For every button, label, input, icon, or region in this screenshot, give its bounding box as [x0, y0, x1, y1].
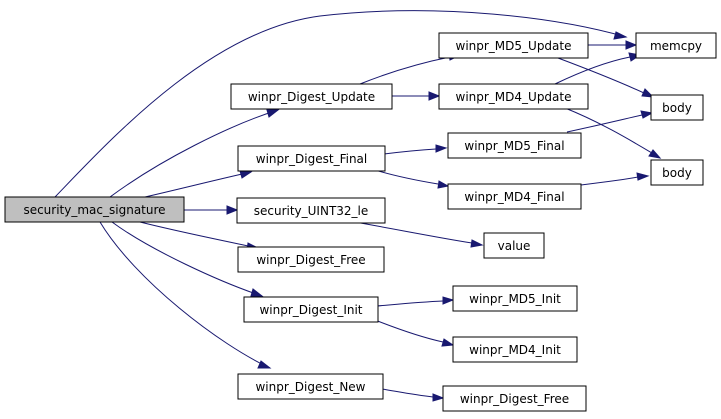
edge-security-mac-signature-to-memcpy — [54, 10, 628, 198]
edge-winpr-digest-final-to-winpr-md5-final — [383, 144, 448, 155]
svg-text:winpr_Digest_New: winpr_Digest_New — [255, 380, 365, 394]
node-body-b[interactable]: body — [650, 159, 704, 186]
edge-winpr-digest-update-to-winpr-md4-update — [392, 91, 441, 101]
svg-text:winpr_Digest_Init: winpr_Digest_Init — [259, 303, 362, 317]
node-value[interactable]: value — [483, 232, 545, 259]
edge-winpr-digest-init-to-winpr-md5-init — [376, 296, 455, 307]
node-winpr-digest-free-a[interactable]: winpr_Digest_Free — [237, 246, 385, 273]
node-winpr-digest-init[interactable]: winpr_Digest_Init — [243, 296, 379, 323]
edge-winpr-digest-init-to-winpr-md4-init — [369, 317, 455, 347]
edge-security-mac-signature-to-winpr-digest-update — [109, 109, 280, 198]
edge-winpr-md5-update-to-body-a — [557, 57, 655, 98]
edge-security-mac-signature-to-winpr-digest-new — [99, 221, 272, 369]
edge-winpr-md4-final-to-body-b — [580, 172, 650, 186]
node-winpr-digest-new[interactable]: winpr_Digest_New — [237, 373, 384, 400]
edge-winpr-md5-final-to-body-a — [566, 110, 654, 133]
node-winpr-md5-update[interactable]: winpr_MD5_Update — [438, 32, 589, 59]
node-winpr-digest-update[interactable]: winpr_Digest_Update — [230, 83, 393, 110]
svg-text:body: body — [662, 166, 692, 180]
node-security-uint32-le[interactable]: security_UINT32_le — [236, 197, 386, 224]
edge-security-mac-signature-to-winpr-digest-init — [111, 221, 264, 297]
svg-text:winpr_MD4_Final: winpr_MD4_Final — [464, 190, 564, 204]
svg-text:winpr_MD4_Update: winpr_MD4_Update — [456, 90, 572, 104]
node-body-a[interactable]: body — [650, 94, 704, 121]
node-winpr-md4-final[interactable]: winpr_MD4_Final — [447, 183, 582, 210]
svg-text:winpr_Digest_Update: winpr_Digest_Update — [248, 90, 375, 104]
svg-text:winpr_Digest_Free: winpr_Digest_Free — [460, 392, 569, 406]
svg-text:winpr_MD5_Final: winpr_MD5_Final — [464, 139, 564, 153]
svg-text:winpr_Digest_Final: winpr_Digest_Final — [256, 152, 368, 166]
svg-text:memcpy: memcpy — [650, 39, 702, 53]
edge-winpr-md4-update-to-body-b — [564, 107, 662, 159]
edge-winpr-digest-final-to-winpr-md4-final — [374, 169, 450, 189]
svg-text:winpr_MD5_Update: winpr_MD5_Update — [456, 39, 572, 53]
edge-winpr-digest-new-to-winpr-digest-free-b — [381, 388, 445, 402]
edge-security-mac-signature-to-winpr-digest-final — [144, 170, 253, 198]
node-memcpy[interactable]: memcpy — [635, 32, 717, 59]
node-winpr-digest-free-b[interactable]: winpr_Digest_Free — [442, 385, 587, 412]
svg-text:body: body — [662, 101, 692, 115]
edge-winpr-md5-update-to-memcpy — [588, 40, 638, 50]
node-winpr-md4-init[interactable]: winpr_MD4_Init — [452, 336, 578, 363]
svg-text:security_mac_signature: security_mac_signature — [23, 203, 165, 217]
svg-text:security_UINT32_le: security_UINT32_le — [254, 204, 369, 218]
node-winpr-md4-update[interactable]: winpr_MD4_Update — [438, 83, 589, 110]
svg-text:value: value — [498, 239, 531, 253]
node-security-mac-signature[interactable]: security_mac_signature — [4, 196, 185, 223]
edge-security-uint32-le-to-value — [354, 221, 484, 248]
svg-text:winpr_Digest_Free: winpr_Digest_Free — [256, 253, 365, 267]
edge-security-mac-signature-to-security-uint32-le — [184, 205, 239, 215]
node-winpr-md5-final[interactable]: winpr_MD5_Final — [447, 132, 582, 159]
svg-text:winpr_MD4_Init: winpr_MD4_Init — [469, 343, 561, 357]
svg-text:winpr_MD5_Init: winpr_MD5_Init — [469, 292, 561, 306]
node-winpr-digest-final[interactable]: winpr_Digest_Final — [237, 145, 386, 172]
node-winpr-md5-init[interactable]: winpr_MD5_Init — [452, 285, 578, 312]
